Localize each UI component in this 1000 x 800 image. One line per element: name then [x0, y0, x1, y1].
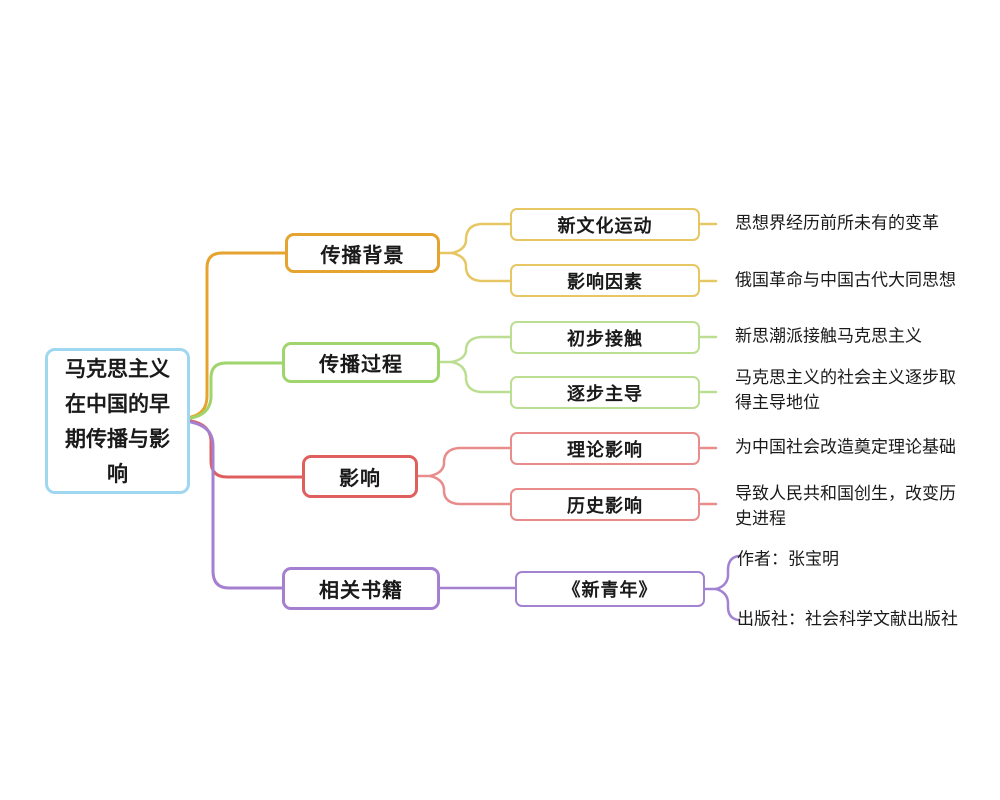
note-book-publisher: 出版社：社会科学文献出版社	[737, 609, 958, 630]
note-historical-influence: 导致人民共和国创生，改变历史进程	[735, 484, 956, 529]
branch-label: 传播过程	[319, 352, 403, 376]
brace-branch1-lower	[450, 251, 512, 283]
note-theoretical-influence: 为中国社会改造奠定理论基础	[735, 437, 956, 458]
connector-root-branch4	[189, 420, 284, 590]
connector-root-branch2	[189, 361, 284, 420]
child-node-initial-contact: 初步接触	[510, 321, 700, 354]
note-book-author: 作者：张宝明	[737, 549, 839, 570]
child-node-new-culture-movement: 新文化运动	[510, 208, 700, 241]
branch-node-process: 传播过程	[282, 342, 440, 383]
child-node-theoretical-influence: 理论影响	[510, 432, 700, 465]
branch-label: 相关书籍	[319, 578, 403, 602]
note-gradual-dominance: 马克思主义的社会主义逐步取得主导地位	[735, 368, 956, 413]
child-label: 初步接触	[567, 328, 643, 350]
root-node: 马克思主义在中国的早期传播与影响	[45, 348, 190, 494]
connector-root-branch3	[189, 419, 304, 479]
child-label: 历史影响	[567, 495, 643, 517]
branch-label: 传播背景	[320, 242, 405, 267]
child-label: 《新青年》	[562, 580, 658, 601]
child-node-gradual-dominance: 逐步主导	[510, 376, 700, 409]
branch-node-background: 传播背景	[285, 233, 440, 273]
brace-branch2-upper	[450, 335, 512, 364]
child-node-historical-influence: 历史影响	[510, 488, 700, 521]
note-influencing-factors: 俄国革命与中国古代大同思想	[735, 270, 956, 291]
branch-node-books: 相关书籍	[282, 567, 440, 610]
child-label: 逐步主导	[567, 383, 643, 405]
brace-branch4-upper	[714, 554, 740, 591]
branch-label: 影响	[339, 466, 381, 490]
note-new-culture-movement: 思想界经历前所未有的变革	[735, 213, 939, 234]
connector-root-branch1	[189, 251, 287, 419]
brace-branch3-lower	[428, 474, 512, 506]
root-node-label: 马克思主义在中国的早期传播与影响	[65, 356, 170, 486]
child-label: 理论影响	[567, 439, 643, 461]
child-label: 影响因素	[567, 271, 643, 293]
child-label: 新文化运动	[557, 215, 653, 237]
brace-branch3-upper	[428, 446, 512, 478]
note-initial-contact: 新思潮派接触马克思主义	[735, 326, 922, 347]
child-node-new-youth: 《新青年》	[515, 571, 705, 607]
brace-branch1-upper	[450, 222, 512, 255]
brace-branch2-lower	[450, 360, 512, 394]
child-node-influencing-factors: 影响因素	[510, 264, 700, 297]
brace-branch4-lower	[714, 587, 740, 622]
branch-node-influence: 影响	[302, 455, 418, 498]
